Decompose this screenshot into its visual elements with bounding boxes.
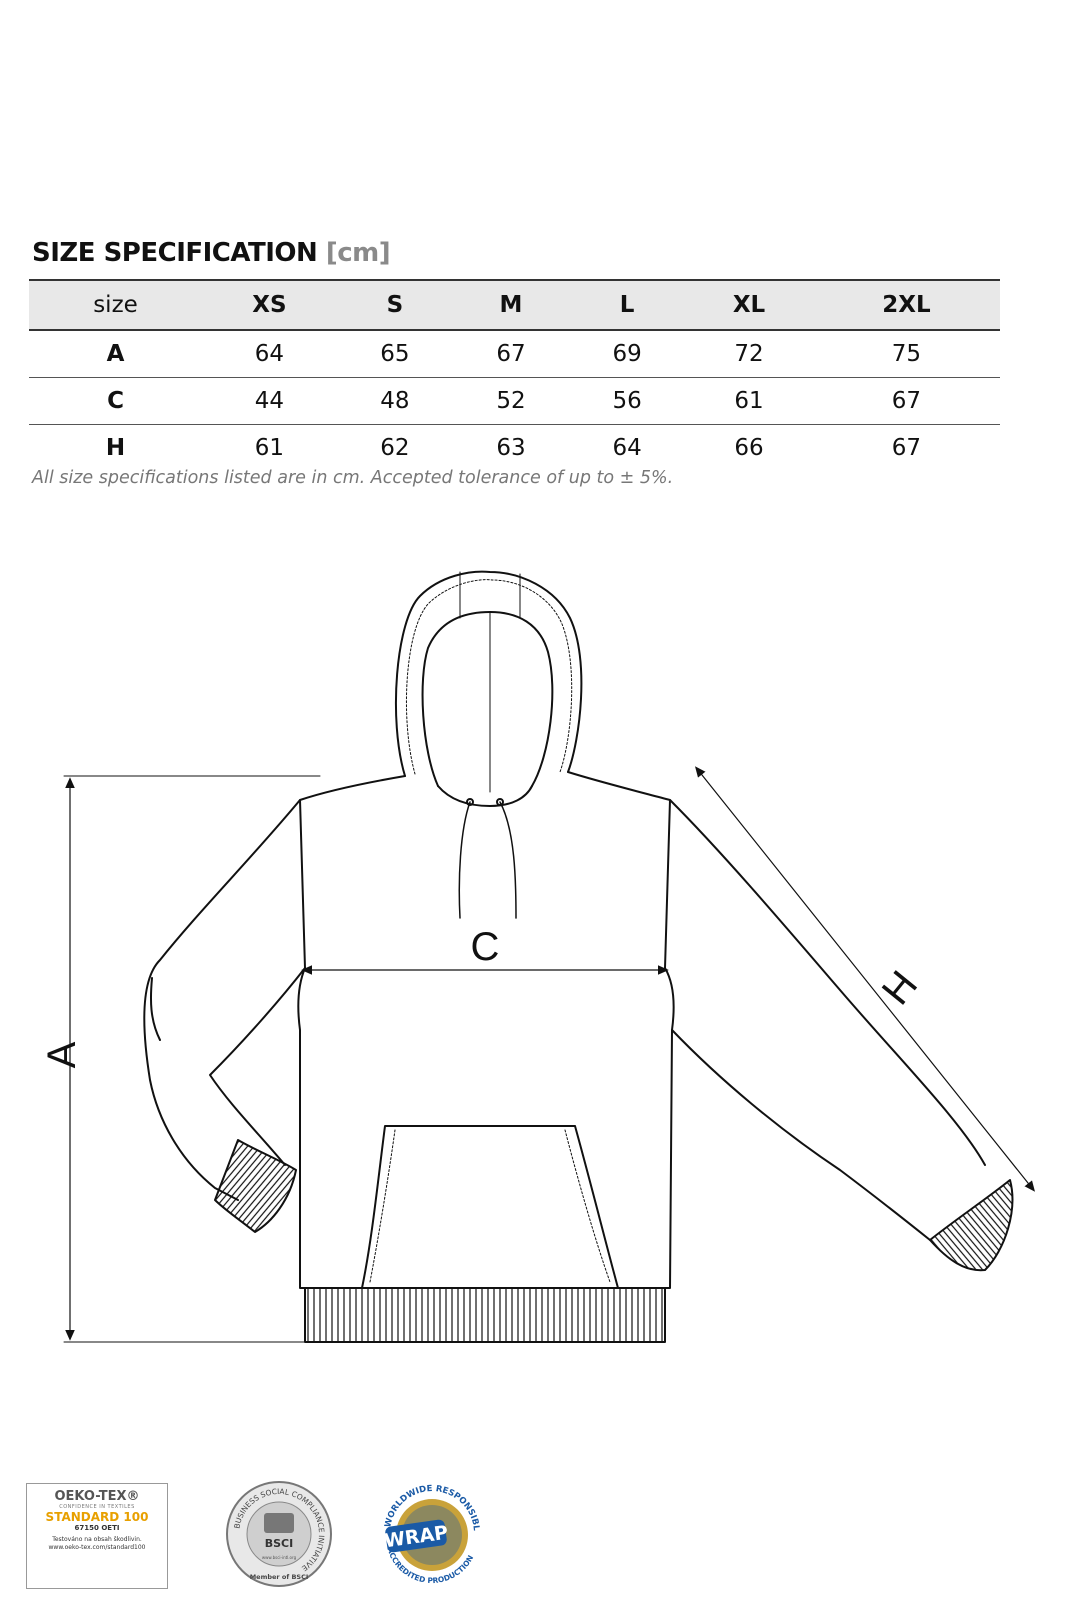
drawstring-right (499, 801, 517, 919)
certifications: OEKO-TEX® CONFIDENCE IN TEXTILES STANDAR… (26, 1475, 1026, 1603)
eyelet-left (466, 798, 474, 806)
header-xl: XL (685, 279, 813, 331)
table-cell: 75 (812, 330, 1000, 378)
wrap-seal-icon: WORLDWIDE RESPONSIBLE WRAP ACCREDITED PR… (376, 1475, 481, 1585)
oeko-brand: OEKO-TEX® (54, 1489, 140, 1504)
row-label: C (29, 377, 203, 425)
oeko-line2: www.oeko-tex.com/standard100 (48, 1544, 146, 1551)
left-sleeve-fold (149, 977, 161, 1041)
left-sleeve-inner (209, 967, 306, 1166)
header-xs: XS (202, 279, 337, 331)
right-cuff (929, 1179, 1014, 1272)
hood-panel-stitch (459, 571, 521, 619)
drawstring-left (458, 801, 471, 919)
table-cell: 67 (891, 435, 922, 461)
bsci-center: BSCI (265, 1537, 293, 1550)
left-cuff (214, 1139, 297, 1233)
header-s: S (336, 279, 453, 331)
table-cell: 61 (254, 435, 285, 461)
row-label: H (105, 435, 126, 461)
hood-opening (421, 611, 554, 787)
table-row: H 61 62 63 64 66 67 (29, 425, 1000, 472)
table-cell: 72 (685, 330, 813, 378)
right-sleeve (669, 799, 986, 1166)
table-cell: 61 (685, 377, 813, 425)
table-cell: 52 (452, 377, 570, 425)
oeko-tagline: CONFIDENCE IN TEXTILES (59, 1504, 135, 1510)
tolerance-note: All size specifications listed are in cm… (32, 468, 674, 488)
label-h: H (874, 963, 926, 1013)
title-main: SIZE SPECIFICATION (32, 238, 318, 268)
table-row: C 44 48 52 56 61 67 (29, 377, 1000, 425)
body-outline (297, 771, 675, 1289)
hoodie-diagram: A C H (40, 570, 1035, 1343)
table-row: A 64 65 67 69 72 75 (29, 330, 1000, 378)
kangaroo-pocket (361, 1125, 619, 1289)
table-cell: 65 (336, 330, 453, 378)
table-cell: 64 (612, 435, 642, 461)
header-size: size (29, 279, 203, 331)
table-cell: 66 (734, 435, 764, 461)
left-sleeve (143, 799, 301, 1201)
table-cell: 69 (569, 330, 686, 378)
table-cell: 67 (452, 330, 570, 378)
label-a: A (40, 1041, 84, 1068)
eyelet-right (496, 798, 504, 806)
table-cell: 63 (496, 435, 526, 461)
right-sleeve-inner (671, 1029, 931, 1241)
table-cell: 62 (380, 435, 410, 461)
label-c: C (471, 925, 500, 969)
hood-stitch (405, 579, 573, 775)
oeko-line1: Testováno na obsah škodlivin. (52, 1536, 142, 1543)
size-table: size XS S M L XL 2XL A 64 65 67 69 72 75… (29, 279, 1000, 471)
oeko-tex-badge: OEKO-TEX® CONFIDENCE IN TEXTILES STANDAR… (26, 1483, 168, 1589)
pocket-stitch (369, 1129, 611, 1283)
table-cell: 44 (202, 377, 337, 425)
oeko-code: 67150 OETI (74, 1524, 120, 1532)
table-cell: 67 (812, 377, 1000, 425)
hood-front (437, 785, 533, 807)
header-l: L (569, 279, 686, 331)
table-cell: 56 (569, 377, 686, 425)
header-m: M (452, 279, 570, 331)
oeko-standard: STANDARD 100 (45, 1510, 149, 1524)
table-cell: 48 (336, 377, 453, 425)
bsci-seal-icon: BUSINESS SOCIAL COMPLIANCE INITIATIVE BS… (226, 1481, 332, 1587)
bsci-member: Member of BSCI (250, 1573, 309, 1581)
page-title: SIZE SPECIFICATION [cm] (32, 238, 391, 268)
hood-outline (394, 570, 583, 777)
hem-rib (304, 1287, 666, 1343)
bsci-url: www.bsci-intl.org (262, 1555, 297, 1560)
header-2xl: 2XL (812, 279, 1000, 331)
table-cell: 64 (202, 330, 337, 378)
table-header-row: size XS S M L XL 2XL (29, 279, 1000, 331)
measure-h-line (695, 766, 1035, 1192)
title-unit: [cm] (325, 238, 391, 268)
row-label: A (29, 330, 203, 378)
